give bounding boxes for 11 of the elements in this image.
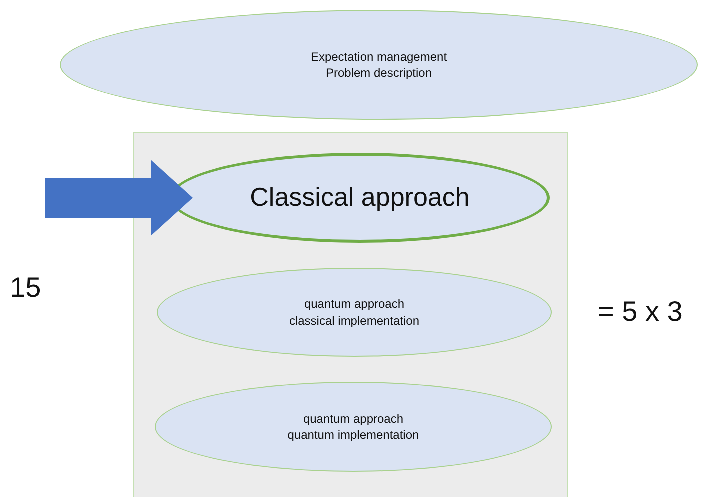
formula-text: = 5 x 3 (598, 296, 683, 328)
node-text: quantum approach (304, 296, 405, 312)
formula-text: 15 (10, 272, 42, 304)
node-text: classical implementation (289, 312, 420, 329)
node-text: quantum implementation (288, 427, 420, 444)
node-text: Expectation management (310, 48, 448, 65)
node-text: quantum approach (303, 410, 404, 427)
node-text: Classical approach (250, 181, 470, 214)
panel-background (133, 132, 568, 497)
block-arrow (45, 160, 193, 236)
node-text: Problem description (326, 65, 432, 82)
